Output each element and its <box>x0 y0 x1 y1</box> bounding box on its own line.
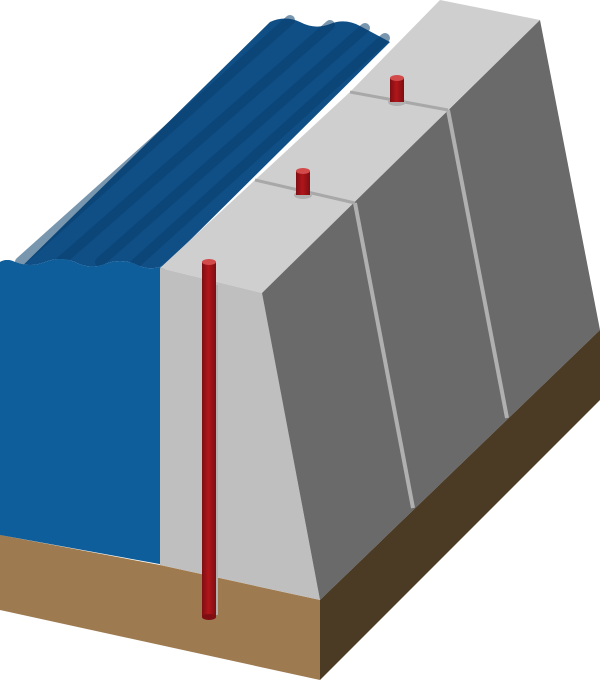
soil-front-face <box>0 535 320 680</box>
block-seam-2 <box>446 109 509 419</box>
barrier-front-face <box>160 268 320 600</box>
soil-side-face <box>320 330 600 680</box>
anchor-pin-icon <box>388 75 406 106</box>
block-seam-1 <box>353 202 415 509</box>
anchor-pin-icon <box>294 168 312 199</box>
barrier-sloped-face <box>262 20 600 600</box>
water-front-face <box>0 259 165 565</box>
water-ripples <box>15 15 390 269</box>
long-anchor-pin-icon <box>202 259 218 620</box>
